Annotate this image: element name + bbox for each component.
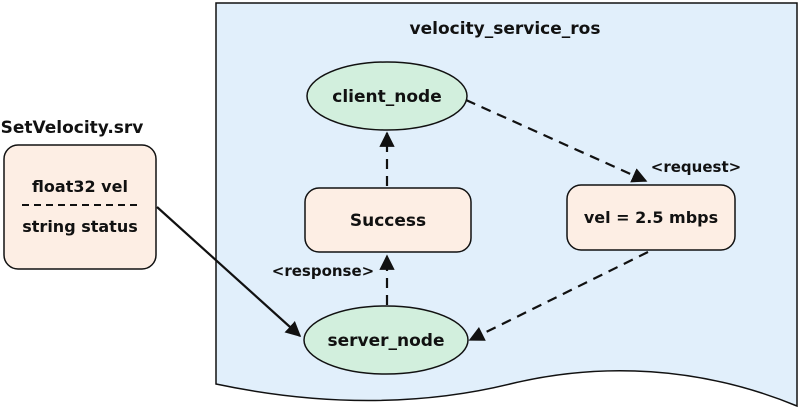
request-value-label: vel = 2.5 mbps: [584, 208, 718, 227]
server-node-label: server_node: [327, 331, 444, 351]
request-edge-label: <request>: [651, 158, 741, 176]
srv-file-title: SetVelocity.srv: [1, 118, 144, 138]
success-box-label: Success: [350, 211, 426, 231]
client-node-label: client_node: [332, 87, 441, 107]
success-box: [304, 187, 472, 253]
package-title: velocity_service_ros: [410, 19, 601, 39]
response-edge-label: <response>: [272, 262, 374, 280]
server-node: [303, 305, 469, 375]
client-node: [306, 61, 468, 131]
srv-definition-box: [3, 144, 157, 270]
srv-request-field: float32 vel: [32, 177, 128, 196]
request-value-box: [566, 184, 736, 251]
srv-to-server-arrow: [156, 206, 302, 338]
srv-response-field: string status: [22, 217, 138, 236]
